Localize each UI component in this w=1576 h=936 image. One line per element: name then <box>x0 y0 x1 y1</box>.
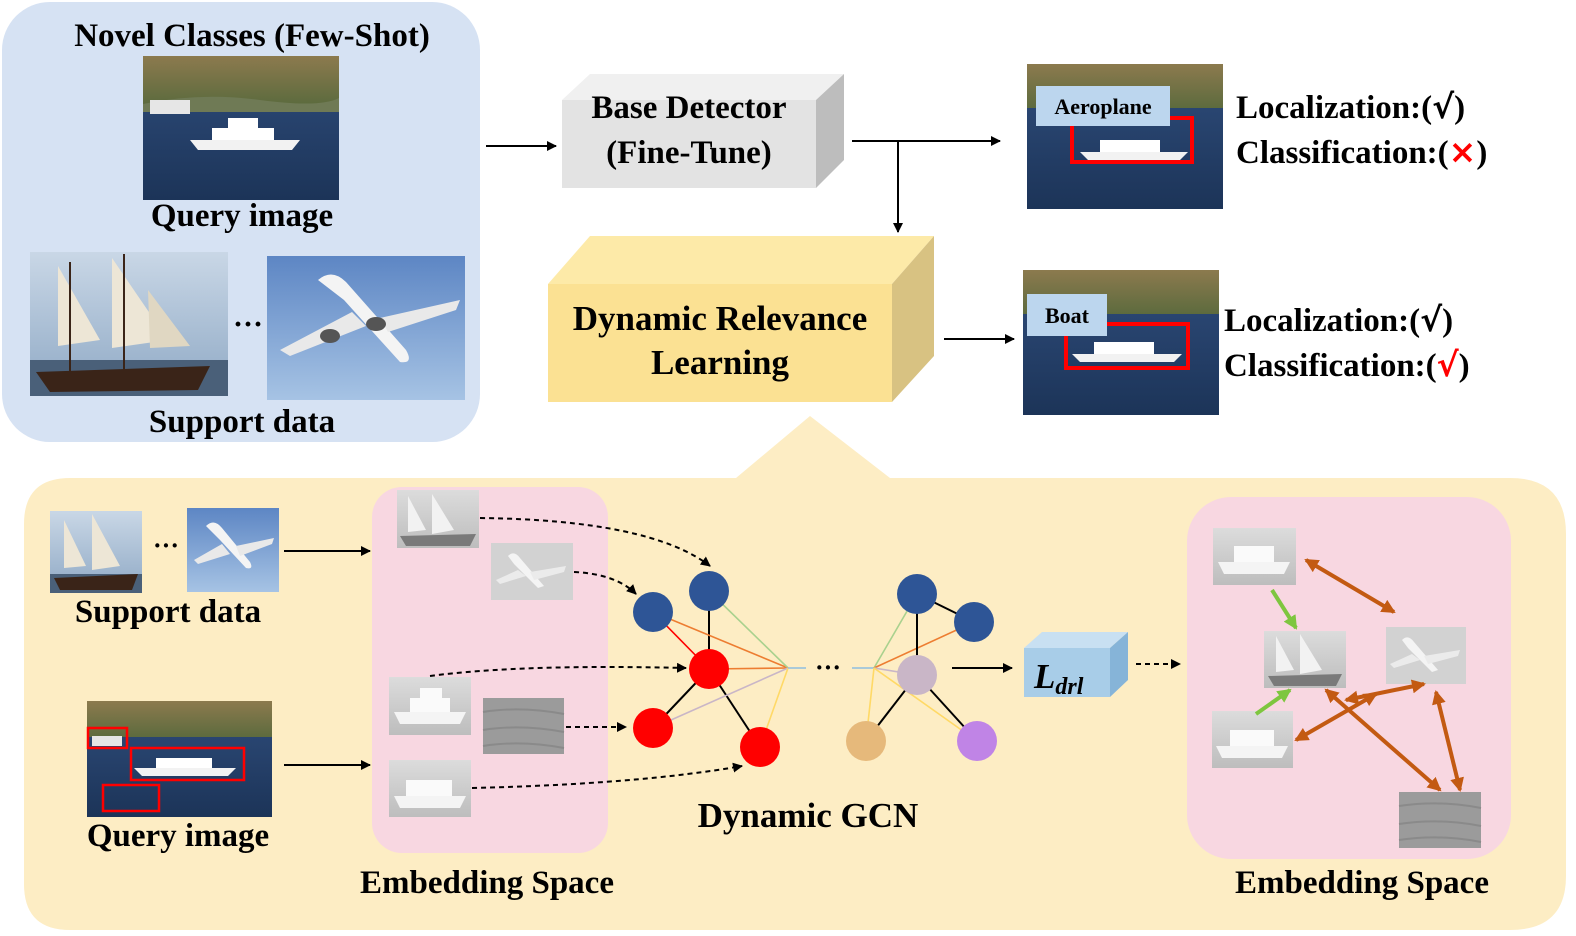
embed-right-sailboat <box>1264 631 1346 688</box>
novel-panel-title: Novel Classes (Few-Shot) <box>74 18 430 54</box>
lower-query-image[interactable] <box>86 701 272 817</box>
boat-label-box <box>1027 294 1107 336</box>
embedding-left-label: Embedding Space <box>360 865 614 901</box>
lower-support-label: Support data <box>75 594 261 630</box>
loss-block[interactable]: Ldrl <box>1024 632 1128 700</box>
gcn-node-blue-1 <box>633 592 673 632</box>
relation-arrows <box>1254 558 1464 792</box>
gcn-ellipsis: ··· <box>815 653 841 682</box>
proposal-box-sea <box>101 783 161 813</box>
embed-right-yacht <box>1213 528 1296 585</box>
dash-arrow-sailboat <box>479 517 711 567</box>
novel-classes-panel: Novel Classes (Few-Shot) Query image ··· <box>2 2 480 442</box>
boat-label: Boat <box>1045 303 1090 328</box>
embed-right-sea <box>1398 792 1482 848</box>
embed-right-aeroplane <box>1386 627 1466 684</box>
top-localization: Localization:(√) <box>1236 87 1465 126</box>
support-ellipsis: ··· <box>233 308 263 341</box>
dash-arrow-yacht <box>429 662 687 677</box>
support-data-label: Support data <box>149 404 335 440</box>
embedding-right-label: Embedding Space <box>1235 865 1489 901</box>
dash-arrow-aeroplane <box>573 571 637 595</box>
gcn-node-red-1 <box>689 649 729 689</box>
embed-thumb-small-boat <box>389 760 471 817</box>
gcn-node-red-3 <box>740 727 780 767</box>
gcn-node-mauve <box>897 655 937 695</box>
bottom-localization: Localization:(√) <box>1224 300 1453 339</box>
gcn-node-red-2 <box>633 708 673 748</box>
proposal-box-small <box>86 726 129 750</box>
dash-arrow-small-boat <box>471 762 743 789</box>
aeroplane-label: Aeroplane <box>1054 94 1152 119</box>
drl-block[interactable]: Dynamic Relevance Learning <box>548 236 934 402</box>
gcn-node-purple <box>957 721 997 761</box>
embed-thumb-sailboat <box>397 490 479 548</box>
gcn-node-blue-4 <box>954 602 994 642</box>
base-detector-line2: (Fine-Tune) <box>606 135 772 171</box>
lower-query-label: Query image <box>87 818 269 854</box>
embed-thumb-sea <box>482 698 565 754</box>
embed-thumb-aeroplane <box>491 543 573 600</box>
lower-support-ellipsis: ··· <box>153 531 179 560</box>
support-image-sailboat[interactable] <box>30 252 228 396</box>
embed-right-small-boat <box>1212 711 1293 768</box>
drl-line1: Dynamic Relevance <box>573 299 868 338</box>
gcn-label: Dynamic GCN <box>698 796 919 835</box>
lower-panel: ··· Support data Query image <box>24 416 1566 930</box>
embed-thumb-yacht <box>389 677 471 735</box>
bottom-result-bbox <box>1064 322 1190 370</box>
support-image-aeroplane[interactable] <box>267 256 465 400</box>
top-result-image[interactable]: Aeroplane <box>1027 64 1223 209</box>
lower-support-sailboat[interactable] <box>50 511 142 593</box>
query-image-label: Query image <box>151 198 333 234</box>
gcn-node-blue-2 <box>689 571 729 611</box>
proposal-box-yacht <box>129 746 246 782</box>
aeroplane-label-box <box>1036 86 1170 126</box>
drl-line2: Learning <box>651 343 790 382</box>
lower-support-aeroplane[interactable] <box>187 508 279 592</box>
base-detector-block[interactable]: Base Detector (Fine-Tune) <box>562 74 844 188</box>
top-classification: Classification:(×) <box>1236 132 1487 171</box>
bottom-result-image[interactable]: Boat <box>1023 270 1219 415</box>
bottom-classification: Classification:(√) <box>1224 345 1470 384</box>
gcn-node-tan <box>846 721 886 761</box>
gcn-node-blue-3 <box>897 574 937 614</box>
query-image-thumbnail[interactable] <box>143 56 339 200</box>
base-detector-line1: Base Detector <box>591 90 786 126</box>
loss-label: Ldrl <box>1033 657 1084 700</box>
